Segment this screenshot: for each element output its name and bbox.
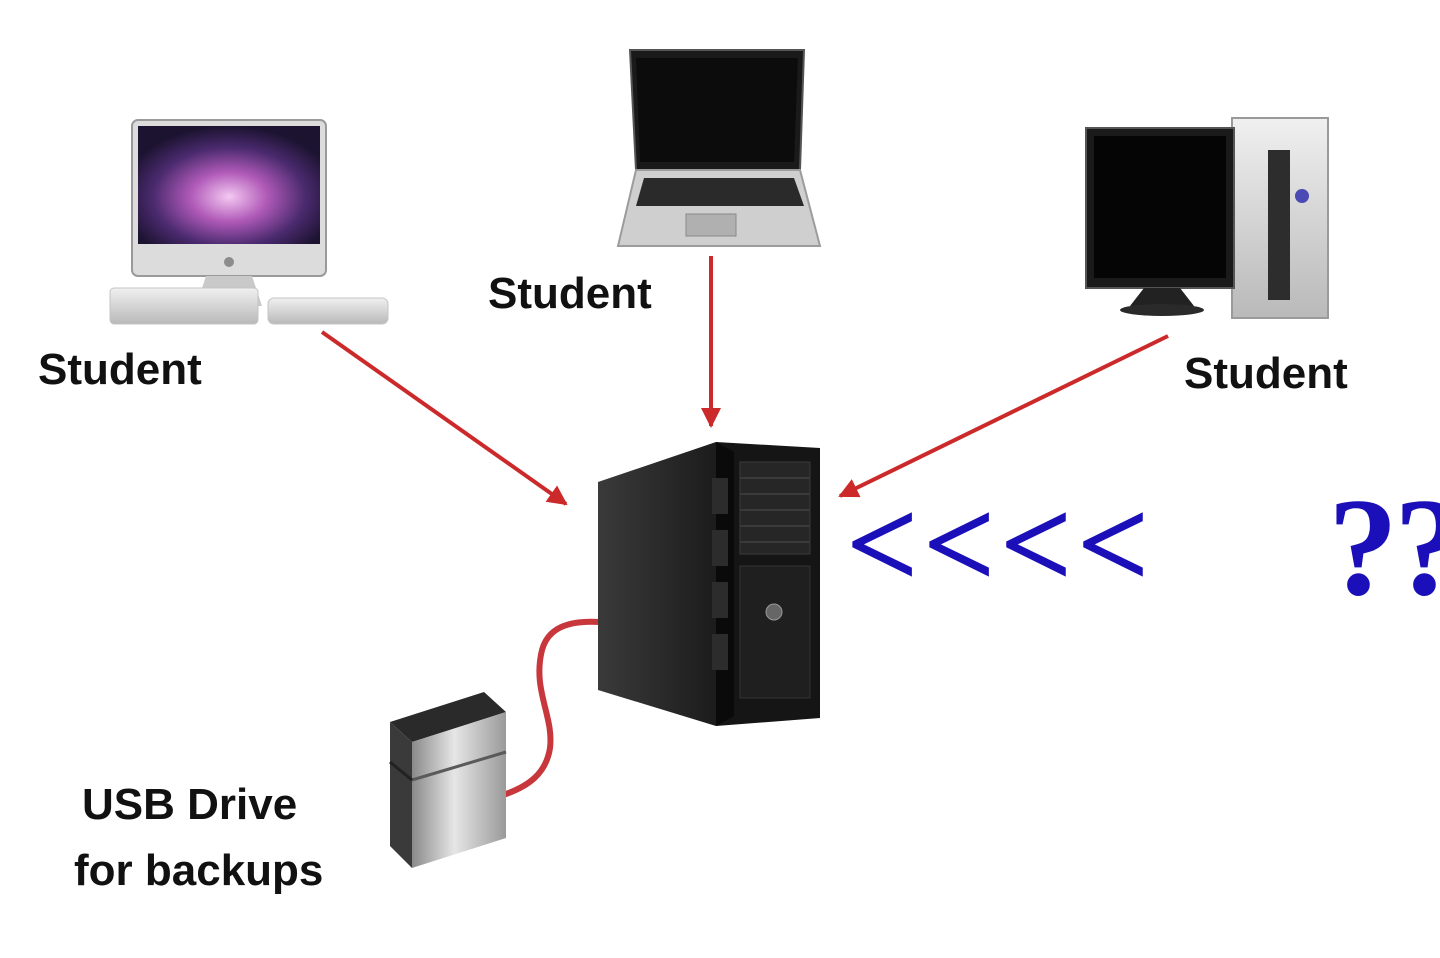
imac-icon [109, 119, 389, 325]
arrow-imac-to-server [320, 330, 568, 506]
arrow-desktop-to-server [838, 334, 1169, 498]
usb-drive-icon [389, 692, 507, 868]
usb-cable [503, 618, 603, 797]
label-usb-line2: for backups [74, 846, 324, 895]
desktop-pc-icon [1085, 117, 1329, 319]
question-marks-annotation: ?? [1328, 470, 1440, 625]
label-student-imac: Student [38, 345, 202, 394]
label-usb-line1: USB Drive [82, 780, 298, 829]
label-student-desktop: Student [1184, 349, 1348, 398]
laptop-icon [616, 49, 822, 247]
connection-arrows [320, 256, 1169, 506]
label-usb-drive: USB Drive for backups [74, 772, 323, 904]
server-tower-icon [598, 442, 820, 726]
left-arrows-annotation: <<<< [846, 473, 1154, 615]
label-student-laptop: Student [488, 269, 652, 318]
